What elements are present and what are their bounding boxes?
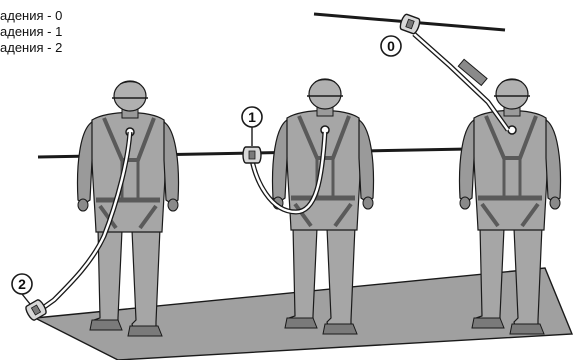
carabiner-rail-anchor — [243, 147, 261, 163]
carabiner-overhead-anchor — [399, 13, 421, 34]
worker-fall-factor-2 — [78, 81, 179, 336]
marker-0: 0 — [381, 36, 401, 56]
svg-text:1: 1 — [248, 109, 256, 125]
marker-2: 2 — [12, 274, 32, 304]
marker-1: 1 — [242, 107, 262, 146]
svg-text:2: 2 — [18, 276, 26, 292]
svg-text:0: 0 — [387, 38, 395, 54]
